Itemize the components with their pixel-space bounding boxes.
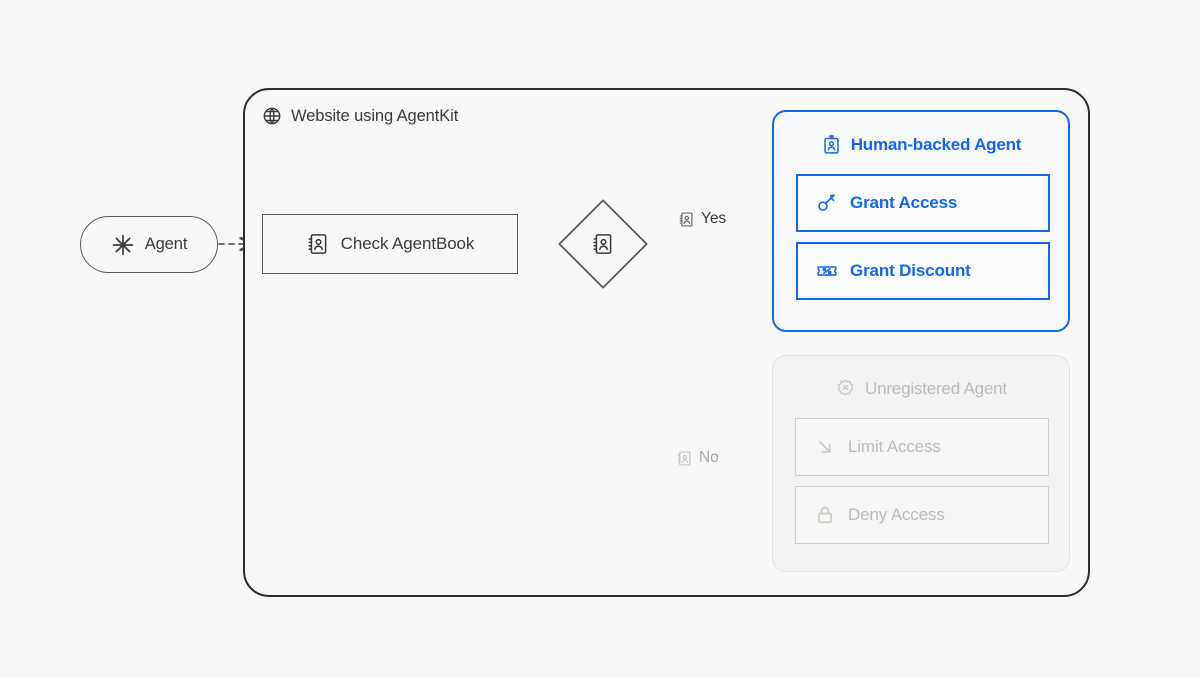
action-limit-access[interactable]: Limit Access xyxy=(795,418,1049,476)
website-container-title-label: Website using AgentKit xyxy=(291,106,459,125)
website-container-title: Website using AgentKit xyxy=(262,106,458,126)
agent-node[interactable]: Agent xyxy=(80,216,218,273)
discount-ticket-icon xyxy=(816,260,838,282)
address-book-icon xyxy=(678,211,695,228)
action-limit-access-label: Limit Access xyxy=(848,437,941,456)
address-book-icon xyxy=(676,450,693,467)
key-icon xyxy=(816,192,838,214)
outcome-panel-title-label: Human-backed Agent xyxy=(850,134,1022,154)
outcome-panel-title: Unregistered Agent xyxy=(773,378,1069,399)
address-book-icon xyxy=(591,232,615,256)
check-agentbook-node[interactable]: Check AgentBook xyxy=(262,214,518,274)
outcome-panel-title-label: Unregistered Agent xyxy=(865,378,1007,398)
lock-icon xyxy=(814,504,836,526)
id-badge-icon xyxy=(821,134,842,155)
edge-label-yes: Yes xyxy=(678,210,726,228)
edge-label-no: No xyxy=(676,449,719,467)
check-agentbook-label: Check AgentBook xyxy=(340,234,475,253)
badge-x-icon xyxy=(835,378,856,399)
action-deny-access[interactable]: Deny Access xyxy=(795,486,1049,544)
decision-node[interactable] xyxy=(557,198,649,290)
agent-node-label: Agent xyxy=(144,235,188,253)
address-book-icon xyxy=(306,232,330,256)
action-grant-access[interactable]: Grant Access xyxy=(796,174,1050,232)
outcome-panel-unregistered-agent[interactable]: Unregistered Agent Limit Access Deny Acc… xyxy=(772,355,1070,572)
edge-label-yes-text: Yes xyxy=(701,210,726,227)
action-grant-discount-label: Grant Discount xyxy=(850,261,971,280)
globe-icon xyxy=(262,106,282,126)
outcome-panel-human-backed-agent[interactable]: Human-backed Agent Grant Access xyxy=(772,110,1070,332)
action-grant-discount[interactable]: Grant Discount xyxy=(796,242,1050,300)
edge-label-no-text: No xyxy=(699,449,719,466)
arrow-down-right-icon xyxy=(814,436,836,458)
sparkle-asterisk-icon xyxy=(111,233,135,257)
outcome-panel-title: Human-backed Agent xyxy=(774,134,1068,155)
action-grant-access-label: Grant Access xyxy=(850,193,958,212)
action-deny-access-label: Deny Access xyxy=(848,505,945,524)
